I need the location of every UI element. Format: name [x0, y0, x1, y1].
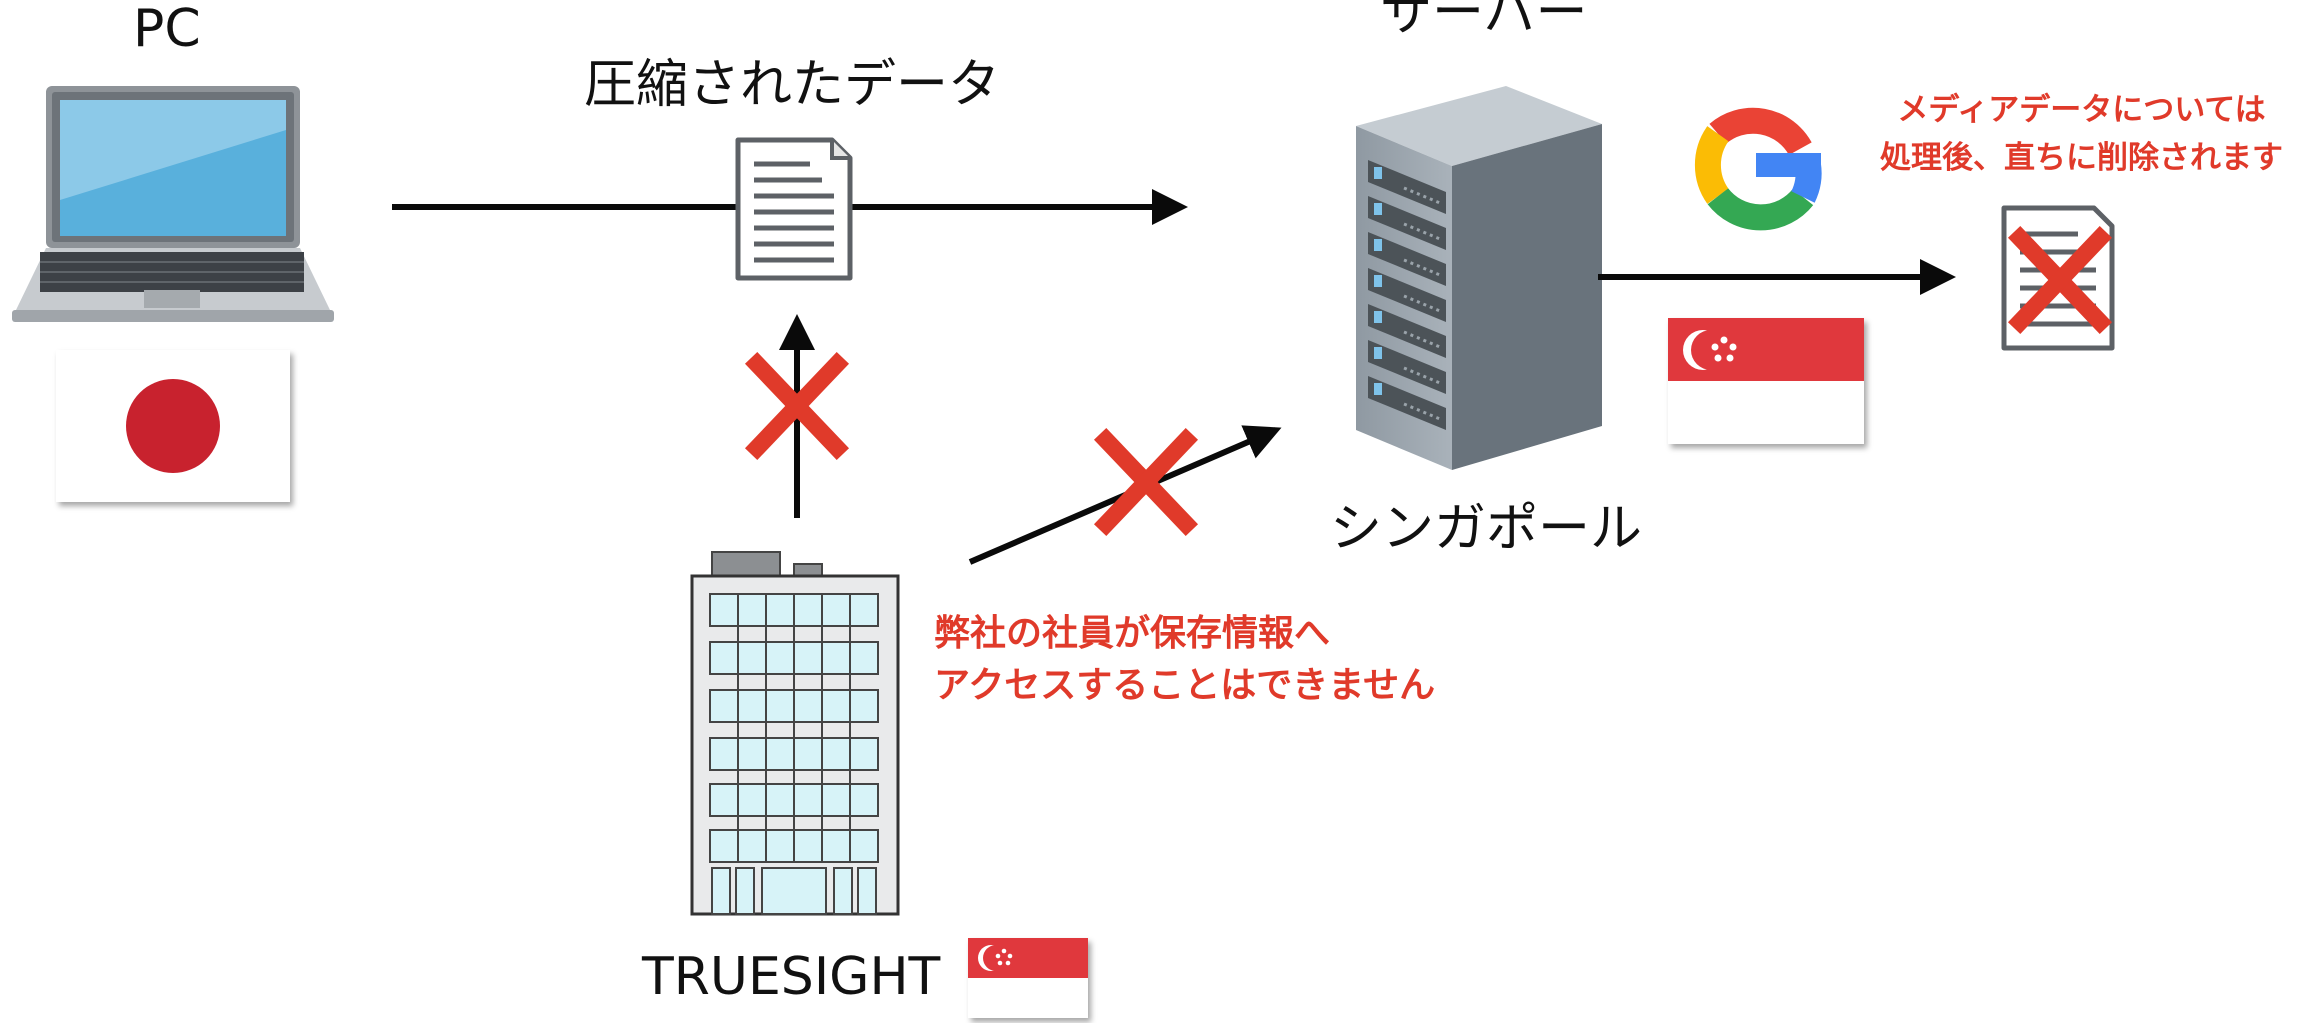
google-logo-icon [1694, 107, 1822, 231]
blocked-arrow-cross-icon [1093, 427, 1199, 537]
blocked-arrow-cross-icon [744, 351, 850, 461]
office-building-icon [690, 551, 900, 916]
media-deletion-note-line-2: 処理後、直ちに削除されます [1880, 140, 2283, 177]
laptop-icon [12, 86, 334, 322]
company-label: TRUESIGHT [642, 947, 941, 1007]
pc-label: PC [133, 0, 201, 59]
employee-access-note: 弊社の社員が保存情報へ アクセスすることはできません [934, 608, 1435, 712]
deleted-document-icon [2001, 205, 2115, 351]
media-deletion-note-line-1: メディアデータについては [1897, 92, 2266, 128]
document-icon [735, 137, 853, 281]
server-label: サーバー [1380, 0, 1588, 43]
server-icon [1356, 86, 1602, 470]
singapore-flag-icon [1668, 318, 1864, 444]
employee-access-note-line-1: 弊社の社員が保存情報へ [934, 613, 1331, 654]
japan-flag-icon [56, 350, 290, 502]
media-deletion-note: メディアデータについては 処理後、直ちに削除されます [1880, 86, 2283, 182]
compressed-data-label: 圧縮されたデータ [584, 55, 1001, 115]
singapore-label: シンガポール [1330, 499, 1643, 559]
employee-access-note-line-2: アクセスすることはできません [934, 665, 1436, 707]
singapore-flag-icon [968, 938, 1088, 1018]
